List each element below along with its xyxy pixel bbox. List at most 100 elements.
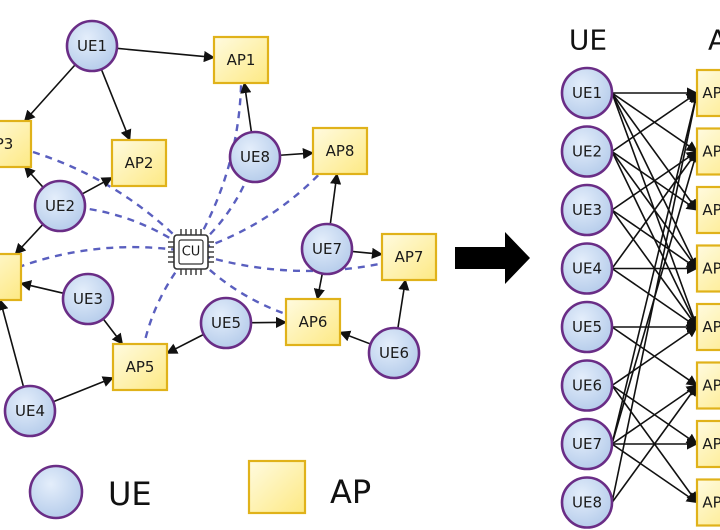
bipartite-ap-label: AP xyxy=(702,143,720,161)
bipartite-link xyxy=(611,92,698,211)
data-link xyxy=(116,47,216,63)
bipartite-ue-label: UE8 xyxy=(572,494,602,512)
legend-ap-label: AP xyxy=(330,473,371,511)
data-link xyxy=(100,68,132,142)
ue-node: UE2 xyxy=(33,179,87,233)
data-link xyxy=(329,172,342,225)
bipartite-ap-node: AP xyxy=(695,127,720,176)
data-link xyxy=(338,330,371,345)
ue-label: UE2 xyxy=(45,197,75,215)
bipartite-ue-label: UE6 xyxy=(572,377,602,395)
ue-label: UE4 xyxy=(15,402,45,420)
bipartite-ap-label: AP xyxy=(702,435,720,453)
bipartite-ue-node: UE7 xyxy=(560,417,614,471)
bipartite-ue-node: UE2 xyxy=(560,125,614,178)
data-link xyxy=(19,280,64,295)
bipartite-ap-node: AP xyxy=(695,185,720,235)
bipartite-link xyxy=(611,326,698,387)
bipartite-link xyxy=(611,209,698,270)
ap-node: AP8 xyxy=(311,126,369,176)
ue-node: UE8 xyxy=(228,130,282,184)
bipartite-ue-header: UE xyxy=(569,24,607,57)
bipartite-ue-node: UE5 xyxy=(560,300,614,354)
ue-label: UE6 xyxy=(379,344,409,362)
ap-node: AP2 xyxy=(110,138,168,188)
ue-node: UE7 xyxy=(300,222,354,276)
data-link xyxy=(240,81,253,133)
data-link xyxy=(313,273,325,301)
ue-node: UE6 xyxy=(367,326,421,380)
controller-label: CU xyxy=(182,245,201,260)
bipartite-ue-node: UE6 xyxy=(560,359,614,412)
bipartite-ap-node: AP xyxy=(695,361,720,410)
bipartite-ue-node: UE1 xyxy=(560,66,614,120)
data-link xyxy=(23,64,76,122)
data-link xyxy=(52,376,115,403)
controller-node: CU xyxy=(168,229,214,275)
control-link xyxy=(190,156,257,253)
data-link xyxy=(279,148,315,160)
data-link xyxy=(81,176,113,195)
bipartite-links xyxy=(611,87,701,504)
data-link xyxy=(351,247,384,259)
data-links xyxy=(0,47,410,403)
ap-node: AP5 xyxy=(111,342,169,392)
bipartite-link xyxy=(611,384,698,503)
bipartite-link xyxy=(611,443,698,504)
ap-node: AP1 xyxy=(212,35,270,85)
ue-label: UE5 xyxy=(211,314,241,332)
bipartite-ap-node: AP xyxy=(695,302,720,352)
bipartite-ue-node: UE8 xyxy=(560,476,614,529)
legend-ue-symbol xyxy=(28,464,84,520)
bipartite-ue-label: UE7 xyxy=(572,435,602,453)
bipartite-link xyxy=(611,91,701,445)
ue-node: UE3 xyxy=(61,272,115,326)
bipartite-ue-label: UE2 xyxy=(572,143,602,161)
bipartite-link xyxy=(611,150,698,269)
legend-ue-label: UE xyxy=(108,475,152,513)
ue-label: UE1 xyxy=(77,37,107,55)
ap-node: AP6 xyxy=(284,297,342,347)
data-link xyxy=(24,166,44,188)
bipartite-ap-label: AP xyxy=(702,201,720,219)
bipartite-ap-label: AP xyxy=(702,84,720,102)
bipartite-ap-label: AP xyxy=(702,260,720,278)
data-link xyxy=(102,318,124,345)
nodes: AP1AP2P34AP5AP6AP7AP8UE1UE2UE3UE4UE5UE6U… xyxy=(0,19,438,438)
ue-node: UE5 xyxy=(199,296,253,350)
ap-label: AP2 xyxy=(125,154,154,172)
bipartite-ue-label: UE4 xyxy=(572,260,602,278)
legend-ap-symbol xyxy=(247,459,307,515)
ap-label: P3 xyxy=(0,135,13,153)
bipartite-ap-node: AP xyxy=(695,244,720,293)
data-link xyxy=(0,298,25,388)
bipartite-ue-label: UE3 xyxy=(572,201,602,219)
ap-node: P3 xyxy=(0,119,33,169)
ue-node: UE4 xyxy=(3,384,57,438)
ap-node: 4 xyxy=(0,252,23,302)
data-link xyxy=(14,223,44,255)
bipartite-link xyxy=(611,92,698,153)
bipartite-ue-node: UE4 xyxy=(560,242,614,295)
ue-node: UE1 xyxy=(65,19,119,73)
ue-label: UE8 xyxy=(240,148,270,166)
bipartite-ap-label: AP xyxy=(702,377,720,395)
ue-label: UE7 xyxy=(312,240,342,258)
bipartite-ap-node: AP xyxy=(695,419,720,469)
control-link xyxy=(190,250,410,273)
legend: UE AP xyxy=(28,459,371,520)
bipartite-ap-header: A xyxy=(708,24,720,57)
ue-label: UE3 xyxy=(73,290,103,308)
ap-label: AP1 xyxy=(227,51,256,69)
bipartite-ap-label: AP xyxy=(702,318,720,336)
data-link xyxy=(166,333,205,354)
ap-label: AP8 xyxy=(326,142,355,160)
control-link xyxy=(0,245,192,276)
bipartite-ue-node: UE3 xyxy=(560,183,614,237)
ap-label: AP5 xyxy=(126,358,155,376)
microchip-icon xyxy=(168,229,214,275)
bipartite-ap-node: AP xyxy=(695,478,720,527)
bipartite-ap-label: AP xyxy=(702,494,720,512)
